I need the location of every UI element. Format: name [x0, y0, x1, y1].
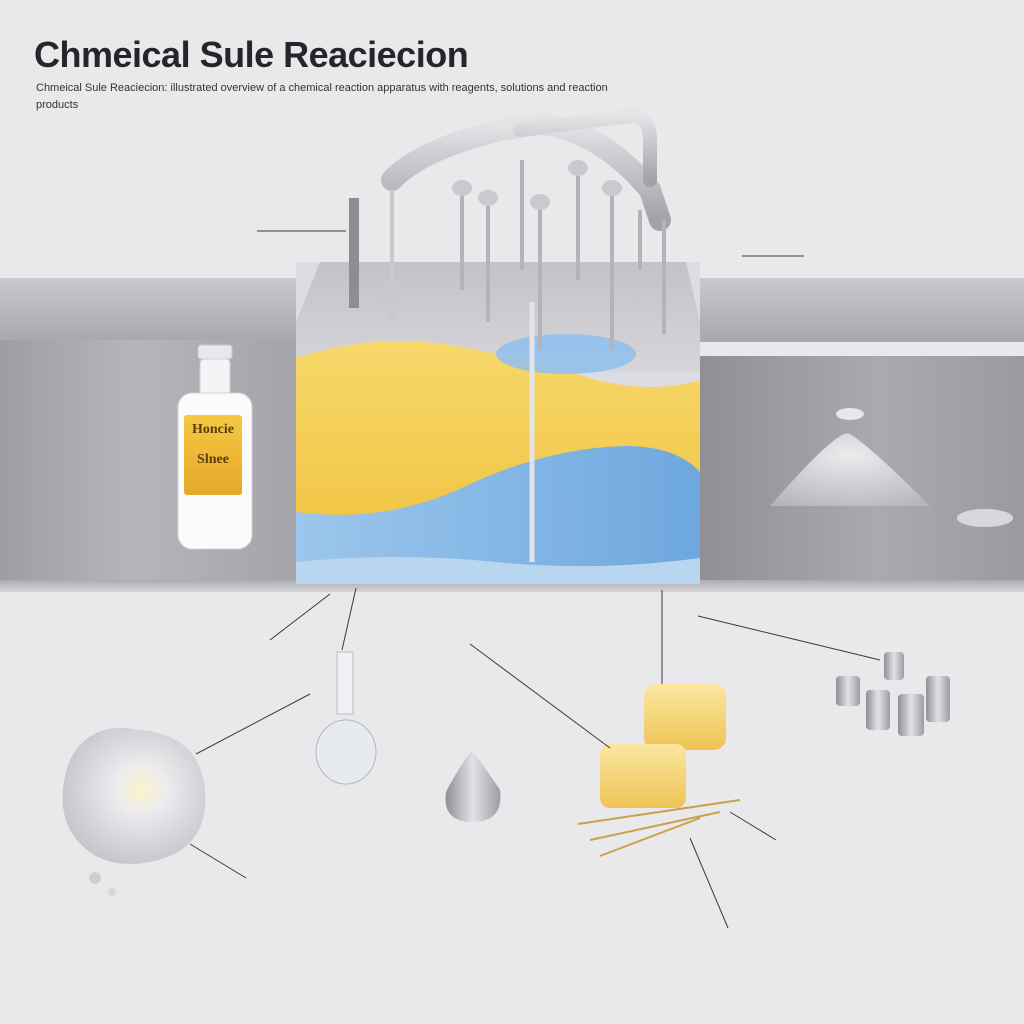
bottle-label: Honcie Slnee — [184, 415, 242, 495]
bottom-band — [0, 580, 1024, 592]
right-panel — [700, 356, 1024, 586]
cylinder-cluster-icon — [836, 652, 950, 736]
page-title: Chmeical Sule Reaciecion — [34, 34, 469, 75]
flask-icon — [315, 651, 377, 785]
reaction-solution — [296, 262, 700, 584]
bottle-label-line2: Slnee — [197, 452, 229, 467]
crystal-blob-icon — [62, 728, 206, 896]
reagent-bottle-icon: Honcie Slnee — [176, 343, 254, 553]
droplet-icon — [445, 750, 501, 822]
bottle-label-line1: Honcie — [192, 422, 234, 437]
reaction-tank — [296, 262, 700, 584]
powder-pile-icon — [770, 408, 1013, 527]
yellow-cube-icon — [577, 684, 741, 857]
page-subtitle: Chmeical Sule Reaciecion: illustrated ov… — [36, 82, 608, 111]
